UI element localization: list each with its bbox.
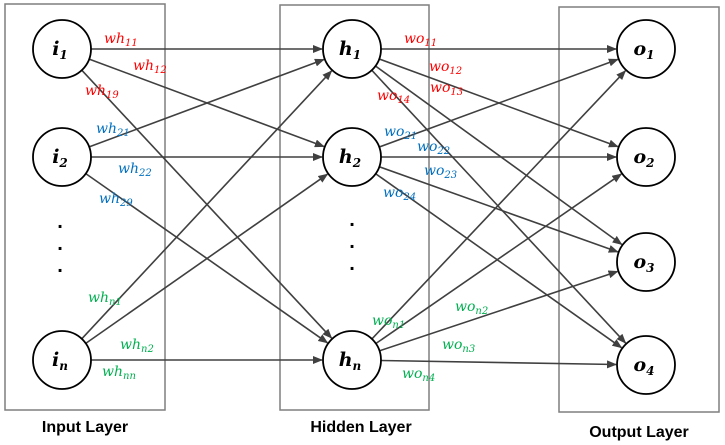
hidden-node <box>322 19 382 79</box>
weight-label-wh: wh22 <box>118 161 152 179</box>
weight-label-wo: won1 <box>372 313 405 331</box>
input-ellipsis-dot: . <box>57 213 63 232</box>
input-layer-box <box>4 3 166 411</box>
output-node-subscript: 2 <box>645 156 654 170</box>
edge-hidden-output <box>375 173 623 349</box>
output-layer-box <box>558 6 720 413</box>
weight-label-wo: wo21 <box>384 124 417 142</box>
edge-hidden-output <box>378 58 619 148</box>
edge-hidden-output <box>375 65 623 246</box>
input-node-subscript: n <box>59 359 68 373</box>
weight-label-wh: whnn <box>102 364 136 382</box>
weight-label-wh: whn2 <box>120 337 154 355</box>
input-node-subscript: 1 <box>59 48 67 62</box>
weight-label-wo-subscript: 12 <box>449 66 462 77</box>
weight-label-wo: wo24 <box>383 185 416 203</box>
weight-label-wh-subscript: 12 <box>154 65 167 76</box>
output-node <box>616 335 676 395</box>
weight-label-wo-subscript: 21 <box>403 131 417 142</box>
weight-label-wo-subscript: 24 <box>402 192 416 203</box>
weight-label-wh: wh11 <box>104 31 138 49</box>
output-node-subscript: 3 <box>646 261 654 275</box>
weight-label-wo: wo14 <box>377 88 410 106</box>
weight-label-wo-subscript: 13 <box>450 87 463 98</box>
edge-input-hidden <box>85 173 329 345</box>
hidden-node-subscript: n <box>353 359 362 373</box>
edge-hidden-output <box>379 270 619 352</box>
weight-label-wo-subscript: n2 <box>475 306 488 317</box>
output-node-subscript: 1 <box>646 48 654 62</box>
weight-label-wh: whn1 <box>88 290 122 308</box>
weight-label-wo: wo23 <box>424 163 457 181</box>
weight-label-wo-subscript: 14 <box>397 95 410 106</box>
weight-label-wo-subscript: n3 <box>462 344 475 355</box>
hidden-node <box>322 330 382 390</box>
output-node <box>616 19 676 79</box>
edge-hidden-output <box>375 173 623 345</box>
weight-label-wo-subscript: n4 <box>422 373 435 384</box>
weight-label-wo: wo13 <box>430 80 463 98</box>
weight-label-wh: wh12 <box>133 58 167 76</box>
weight-labels: wh11 wh12 wh19 wh21 wh22 wh29 whn1 whn2 whnn wo11… <box>85 31 488 384</box>
input-node <box>32 330 92 390</box>
output-layer-title: Output Layer <box>589 424 689 441</box>
weight-label-wh-subscript: nn <box>123 371 136 382</box>
weight-label-wo: wo11 <box>404 31 437 49</box>
weight-label-wh: wh21 <box>96 121 130 139</box>
weight-label-wh-subscript: 29 <box>119 198 133 209</box>
hidden-ellipsis-dot: . <box>349 255 355 274</box>
edge-hidden-output <box>379 166 619 253</box>
output-node <box>616 232 676 292</box>
input-node <box>32 127 92 187</box>
edge-hidden-output <box>380 359 618 369</box>
hidden-layer-title: Hidden Layer <box>310 419 411 436</box>
weight-label-wo: won4 <box>402 366 435 384</box>
weight-label-wo: wo22 <box>417 139 450 157</box>
weight-label-wh-subscript: n1 <box>109 297 122 308</box>
weight-label-wh-subscript: 11 <box>125 38 138 49</box>
input-node-subscript: 2 <box>58 156 67 170</box>
edge-input-hidden <box>81 70 333 340</box>
weight-label-wh: wh19 <box>85 83 119 101</box>
hidden-node <box>322 127 382 187</box>
edge-hidden-output <box>371 69 627 344</box>
weight-label-wo-subscript: n1 <box>392 320 405 331</box>
weight-label-wo: won3 <box>442 337 475 355</box>
weight-label-wo: wo12 <box>429 59 462 77</box>
weight-label-wo-subscript: 11 <box>424 38 437 49</box>
hidden-ellipsis-dot: . <box>349 233 355 252</box>
hidden-node-subscript: 1 <box>353 48 361 62</box>
output-node-subscript: 4 <box>646 364 654 378</box>
hidden-node-subscript: 2 <box>352 156 361 170</box>
output-node <box>616 127 676 187</box>
input-layer-title: Input Layer <box>42 419 128 436</box>
edge-hidden-output <box>371 70 627 340</box>
weight-label-wh-subscript: 19 <box>106 90 119 101</box>
connections <box>81 45 627 369</box>
edge-input-hidden <box>88 58 325 148</box>
weight-label-wo-subscript: 23 <box>443 170 457 181</box>
weight-label-wh-subscript: 21 <box>116 128 130 139</box>
input-ellipsis-dot: . <box>57 235 63 254</box>
weight-label-wo-subscript: 22 <box>436 146 450 157</box>
weight-label-wo: won2 <box>455 299 488 317</box>
input-ellipsis-dot: . <box>57 257 63 276</box>
weight-label-wh-subscript: n2 <box>141 344 154 355</box>
weight-label-wh: wh29 <box>99 191 133 209</box>
hidden-ellipsis-dot: . <box>349 211 355 230</box>
input-node <box>32 19 92 79</box>
weight-label-wh-subscript: 22 <box>138 168 152 179</box>
